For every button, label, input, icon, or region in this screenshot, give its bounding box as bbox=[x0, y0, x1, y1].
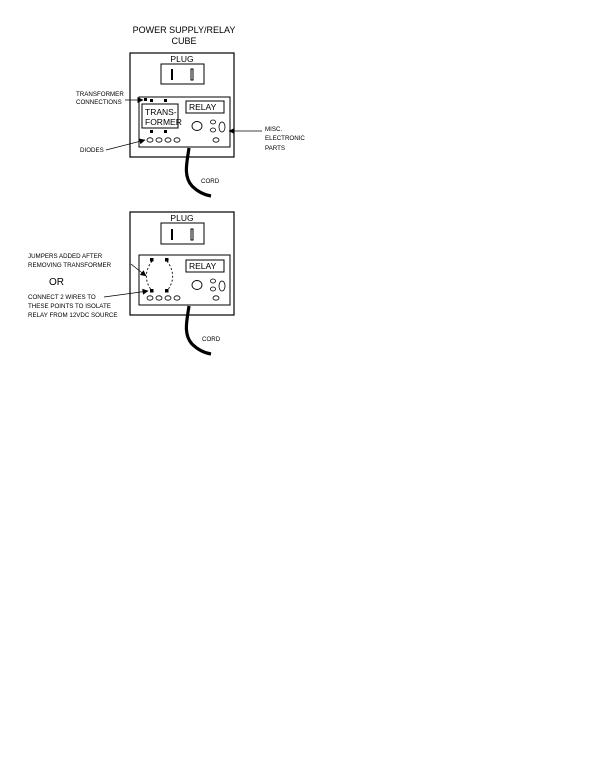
bottom-diode-2 bbox=[155, 295, 163, 301]
top-capacitor bbox=[191, 121, 203, 131]
diodes-arrow bbox=[105, 138, 146, 151]
bottom-cord bbox=[184, 305, 212, 356]
bottom-plug: PLUG bbox=[160, 213, 205, 245]
jumpers-arrow bbox=[130, 263, 147, 277]
bottom-part-3 bbox=[218, 280, 226, 292]
connect-label-3: RELAY FROM 12VDC SOURCE bbox=[28, 312, 118, 319]
bottom-plug-prong-right bbox=[190, 228, 194, 241]
bottom-plug-label: PLUG bbox=[170, 213, 193, 223]
bottom-jumper-left bbox=[145, 260, 153, 292]
bottom-part-2 bbox=[210, 286, 216, 292]
top-transformer-pin-4 bbox=[150, 130, 153, 133]
top-transformer-pin-2 bbox=[150, 99, 153, 102]
top-cord-label: CORD bbox=[201, 178, 220, 185]
top-cord bbox=[184, 147, 212, 198]
top-plug: PLUG bbox=[160, 54, 205, 85]
top-transformer-pin-1 bbox=[144, 98, 147, 101]
top-cube-outline bbox=[129, 52, 235, 158]
top-part-2 bbox=[210, 127, 216, 133]
top-part-1 bbox=[210, 119, 216, 125]
connect-label-2: THESE POINTS TO ISOLATE bbox=[28, 303, 111, 310]
top-transformer-pin-3 bbox=[164, 99, 167, 102]
misc-parts-label-2: ELECTRONIC bbox=[265, 135, 305, 142]
top-relay: RELAY bbox=[185, 100, 225, 114]
top-plug-label: PLUG bbox=[170, 54, 193, 64]
bottom-cube: PLUG RELAY bbox=[129, 211, 235, 356]
bottom-relay: RELAY bbox=[185, 259, 225, 273]
top-part-4 bbox=[212, 137, 220, 143]
diodes-label: DIODES bbox=[80, 147, 104, 154]
bottom-jumper-pin-2 bbox=[165, 258, 169, 262]
bottom-cord-label: CORD bbox=[202, 336, 221, 343]
bottom-diode-4 bbox=[173, 295, 181, 301]
top-misc-parts bbox=[191, 119, 226, 143]
bottom-relay-label: RELAY bbox=[189, 261, 217, 271]
transformer-connections-label-1: TRANSFORMER bbox=[76, 91, 124, 98]
top-diode-1 bbox=[146, 137, 154, 143]
top-diodes bbox=[146, 137, 181, 143]
title-line-2: CUBE bbox=[171, 36, 196, 46]
bottom-diodes bbox=[146, 295, 181, 301]
bottom-part-1 bbox=[210, 278, 216, 284]
top-diode-3 bbox=[164, 137, 172, 143]
top-plug-prong-left bbox=[171, 69, 173, 80]
top-transformer-box bbox=[141, 103, 179, 129]
top-relay-box bbox=[185, 100, 225, 114]
bottom-circuit-board bbox=[138, 254, 231, 306]
top-transformer: TRANS- FORMER bbox=[141, 103, 182, 129]
bottom-cube-outline bbox=[129, 211, 235, 316]
top-part-3 bbox=[218, 121, 226, 133]
connect-label-1: CONNECT 2 WIRES TO bbox=[28, 294, 96, 301]
bottom-jumper-pin-3 bbox=[150, 289, 154, 293]
bottom-jumper-pin-4 bbox=[165, 289, 169, 293]
bottom-misc-parts bbox=[191, 278, 226, 301]
bottom-jumper-pin-1 bbox=[150, 258, 154, 262]
bottom-plug-housing bbox=[160, 222, 205, 245]
top-transformer-label-2: FORMER bbox=[145, 117, 182, 127]
bottom-diode-1 bbox=[146, 295, 154, 301]
title-line-1: POWER SUPPLY/RELAY bbox=[133, 25, 236, 35]
top-transformer-pin-5 bbox=[164, 130, 167, 133]
or-label: OR bbox=[49, 277, 64, 288]
bottom-relay-box bbox=[185, 259, 225, 273]
top-plug-prong-right bbox=[190, 68, 194, 81]
bottom-jumpers bbox=[145, 258, 174, 293]
bottom-diode-3 bbox=[164, 295, 172, 301]
top-circuit-board bbox=[138, 96, 231, 148]
bottom-capacitor bbox=[191, 280, 203, 290]
misc-parts-label-1: MISC. bbox=[265, 126, 282, 133]
bottom-part-4 bbox=[212, 295, 220, 301]
transformer-connections-label-2: CONNECTIONS bbox=[76, 99, 122, 106]
jumpers-label-1: JUMPERS ADDED AFTER bbox=[28, 253, 103, 260]
top-transformer-label-1: TRANS- bbox=[145, 107, 177, 117]
misc-parts-label-3: PARTS bbox=[265, 145, 285, 152]
bottom-plug-prong-left bbox=[171, 229, 173, 240]
top-plug-housing bbox=[160, 63, 205, 85]
jumpers-label-2: REMOVING TRANSFORMER bbox=[28, 262, 112, 269]
top-cube: PLUG TRANS- FORMER RELAY bbox=[129, 52, 235, 198]
top-relay-label: RELAY bbox=[189, 102, 217, 112]
bottom-jumper-right bbox=[166, 260, 174, 292]
top-diode-2 bbox=[155, 137, 163, 143]
top-diode-4 bbox=[173, 137, 181, 143]
connect-arrow bbox=[103, 288, 149, 298]
